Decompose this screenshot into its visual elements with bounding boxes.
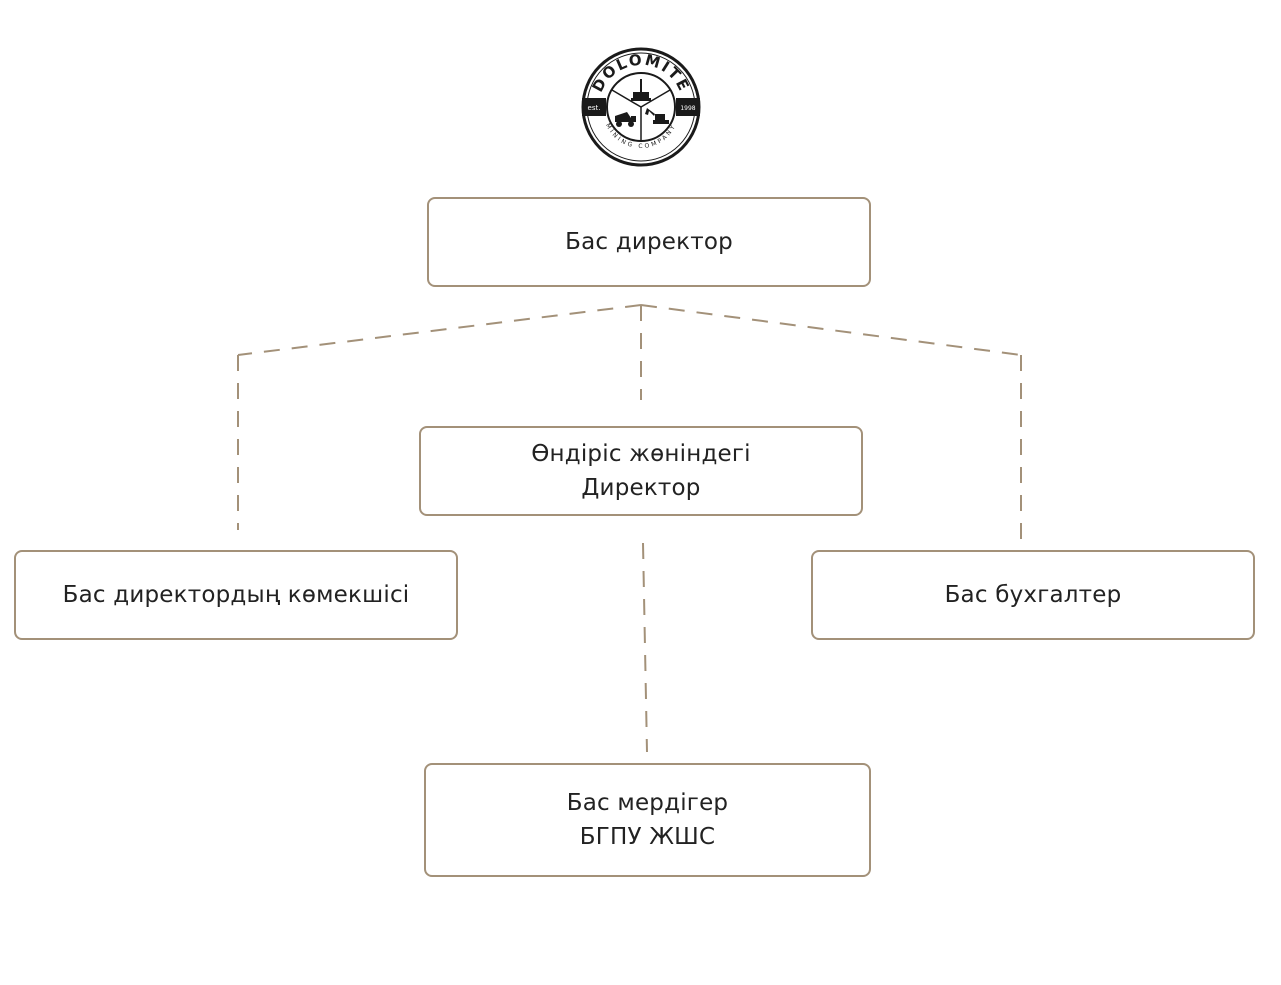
logo-est-label: est.: [588, 104, 601, 112]
node-ceo-assistant: Бас директордың көмекшісі: [14, 550, 458, 640]
excavator-icon: [645, 108, 669, 124]
dump-truck-icon: [615, 112, 636, 127]
logo-est-year: 1998: [680, 105, 695, 112]
node-general-contractor: Бас мердігер БГПУ ЖШС: [424, 763, 871, 877]
node-chief-accountant-label: Бас бухгалтер: [944, 582, 1122, 608]
node-chief-accountant: Бас бухгалтер: [811, 550, 1255, 640]
drilling-rig-icon: [631, 79, 651, 101]
node-general-contractor-line1: Бас мердігер: [566, 790, 729, 816]
node-general-contractor-line2: БГПУ ЖШС: [579, 824, 716, 850]
node-chief-director: Бас директор: [427, 197, 871, 287]
node-production-director: Өндіріс жөніндегі Директор: [419, 426, 863, 516]
node-chief-director-label: Бас директор: [565, 229, 733, 255]
company-logo: est. 1998 DOLOMITE MINING COMPANY: [581, 47, 701, 167]
node-ceo-assistant-label: Бас директордың көмекшісі: [62, 582, 410, 608]
node-production-director-line1: Өндіріс жөніндегі: [531, 441, 751, 467]
node-production-director-line2: Директор: [581, 475, 701, 501]
